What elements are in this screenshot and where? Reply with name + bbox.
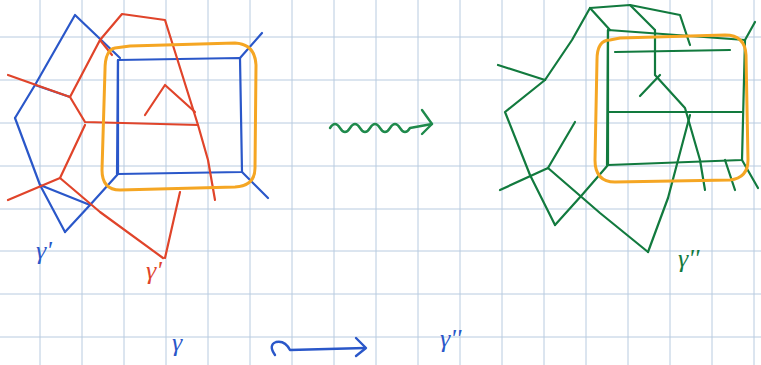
math-label: γ'' [678,246,699,272]
squiggle-arrow [330,110,432,134]
math-label: γ' [36,238,52,264]
green-graph [498,5,758,252]
blue-graph [15,15,268,232]
math-label: γ'' [440,326,461,352]
orange-loop [595,35,748,182]
math-label: γ [172,330,182,356]
hook-arrow [272,338,366,356]
math-label: γ' [146,258,162,284]
orange-loop [102,43,256,190]
